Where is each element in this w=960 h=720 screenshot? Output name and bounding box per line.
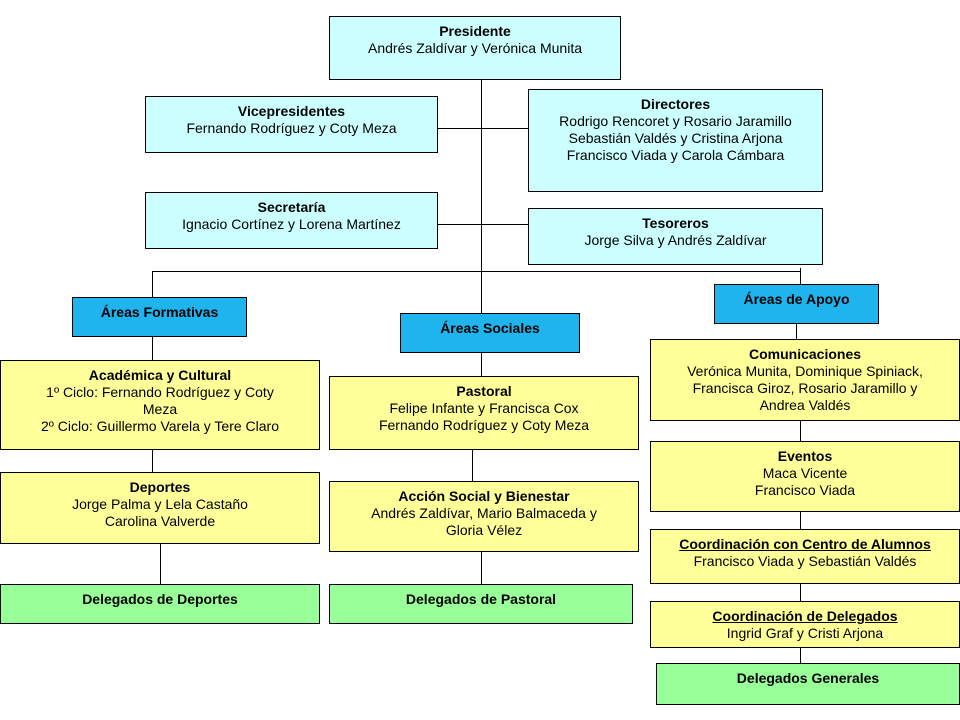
vice-line: Fernando Rodríguez y Coty Meza	[186, 120, 397, 136]
directors-title: Directores	[640, 96, 711, 112]
treasurers-title: Tesoreros	[642, 215, 709, 231]
connector	[152, 337, 153, 360]
areas-sociales-label: Áreas Sociales	[440, 320, 540, 336]
connector	[800, 648, 801, 663]
areas-formativas-label: Áreas Formativas	[100, 304, 219, 320]
accion-social-box: Acción Social y Bienestar Andrés Zaldíva…	[329, 481, 639, 552]
vice-title: Vicepresidentes	[237, 103, 346, 119]
connector	[481, 552, 482, 584]
connector	[160, 544, 161, 584]
secretary-title: Secretaría	[257, 199, 326, 215]
eventos-line: Maca Vicente	[762, 465, 848, 481]
accion-social-line: Andrés Zaldívar, Mario Balmaceda y	[371, 505, 597, 521]
areas-apoyo-box: Áreas de Apoyo	[714, 284, 879, 324]
comunicaciones-line: Verónica Munita, Dominique Spiniack,	[687, 363, 923, 379]
academica-title: Académica y Cultural	[88, 367, 232, 383]
academica-line: 2º Ciclo: Guillermo Varela y Tere Claro	[40, 418, 279, 434]
treasurers-line: Jorge Silva y Andrés Zaldívar	[584, 232, 767, 248]
coordinacion-delegados-title: Coordinación de Delegados	[712, 608, 898, 624]
connector	[472, 450, 473, 481]
connector	[481, 353, 482, 376]
accion-social-line: Gloria Vélez	[445, 522, 523, 538]
delegados-deportes-box: Delegados de Deportes	[0, 584, 320, 624]
delegados-pastoral-label: Delegados de Pastoral	[405, 591, 557, 607]
connector	[437, 224, 528, 225]
president-title: Presidente	[439, 23, 511, 39]
academica-line: 1º Ciclo: Fernando Rodríguez y Coty	[46, 384, 274, 400]
coordinacion-delegados-box: Coordinación de Delegados Ingrid Graf y …	[650, 601, 960, 648]
deportes-box: Deportes Jorge Palma y Lela Castaño Caro…	[0, 472, 320, 544]
directors-box: Directores Rodrigo Rencoret y Rosario Ja…	[528, 89, 823, 192]
delegados-generales-label: Delegados Generales	[736, 670, 880, 686]
connector	[796, 324, 797, 339]
academica-box: Académica y Cultural 1º Ciclo: Fernando …	[0, 360, 320, 450]
pastoral-line: Felipe Infante y Francisca Cox	[389, 400, 579, 416]
academica-line: Meza	[142, 401, 178, 417]
comunicaciones-title: Comunicaciones	[748, 346, 862, 362]
comunicaciones-box: Comunicaciones Verónica Munita, Dominiqu…	[650, 339, 960, 421]
connector	[800, 512, 801, 529]
pastoral-title: Pastoral	[456, 383, 512, 399]
pastoral-line: Fernando Rodríguez y Coty Meza	[378, 417, 590, 433]
connector	[800, 421, 801, 441]
vice-box: Vicepresidentes Fernando Rodríguez y Cot…	[145, 96, 438, 153]
coordinacion-centro-line: Francisco Viada y Sebastián Valdés	[693, 553, 917, 569]
connector	[800, 268, 801, 284]
coordinacion-centro-box: Coordinación con Centro de Alumnos Franc…	[650, 529, 960, 584]
areas-formativas-box: Áreas Formativas	[72, 297, 247, 337]
delegados-generales-box: Delegados Generales	[656, 663, 960, 705]
connector	[481, 80, 482, 313]
areas-sociales-box: Áreas Sociales	[400, 313, 580, 353]
eventos-box: Eventos Maca Vicente Francisco Viada	[650, 441, 960, 512]
president-line: Andrés Zaldívar y Verónica Munita	[368, 40, 582, 56]
treasurers-box: Tesoreros Jorge Silva y Andrés Zaldívar	[528, 208, 823, 265]
connector	[152, 450, 153, 472]
secretary-box: Secretaría Ignacio Cortínez y Lorena Mar…	[145, 192, 438, 249]
pastoral-box: Pastoral Felipe Infante y Francisca Cox …	[329, 376, 639, 450]
accion-social-title: Acción Social y Bienestar	[398, 488, 570, 504]
deportes-title: Deportes	[129, 479, 191, 495]
connector	[152, 271, 153, 297]
comunicaciones-line: Andrea Valdés	[759, 397, 851, 413]
directors-line: Sebastián Valdés y Cristina Arjona	[568, 130, 783, 146]
deportes-line: Jorge Palma y Lela Castaño	[72, 496, 248, 512]
directors-line: Rodrigo Rencoret y Rosario Jaramillo	[559, 113, 792, 129]
deportes-line: Carolina Valverde	[104, 513, 216, 529]
directors-line: Francisco Viada y Carola Cámbara	[566, 147, 785, 163]
delegados-deportes-label: Delegados de Deportes	[82, 591, 238, 607]
coordinacion-delegados-line: Ingrid Graf y Cristi Arjona	[726, 625, 884, 641]
eventos-line: Francisco Viada	[754, 482, 856, 498]
delegados-pastoral-box: Delegados de Pastoral	[329, 584, 633, 624]
comunicaciones-line: Francisca Giroz, Rosario Jaramillo y	[692, 380, 918, 396]
coordinacion-centro-title: Coordinación con Centro de Alumnos	[679, 536, 931, 552]
president-box: Presidente Andrés Zaldívar y Verónica Mu…	[329, 16, 621, 80]
secretary-line: Ignacio Cortínez y Lorena Martínez	[182, 216, 401, 232]
eventos-title: Eventos	[777, 448, 833, 464]
connector	[800, 584, 801, 601]
areas-apoyo-label: Áreas de Apoyo	[743, 291, 850, 307]
connector	[437, 128, 528, 129]
connector	[152, 271, 800, 272]
